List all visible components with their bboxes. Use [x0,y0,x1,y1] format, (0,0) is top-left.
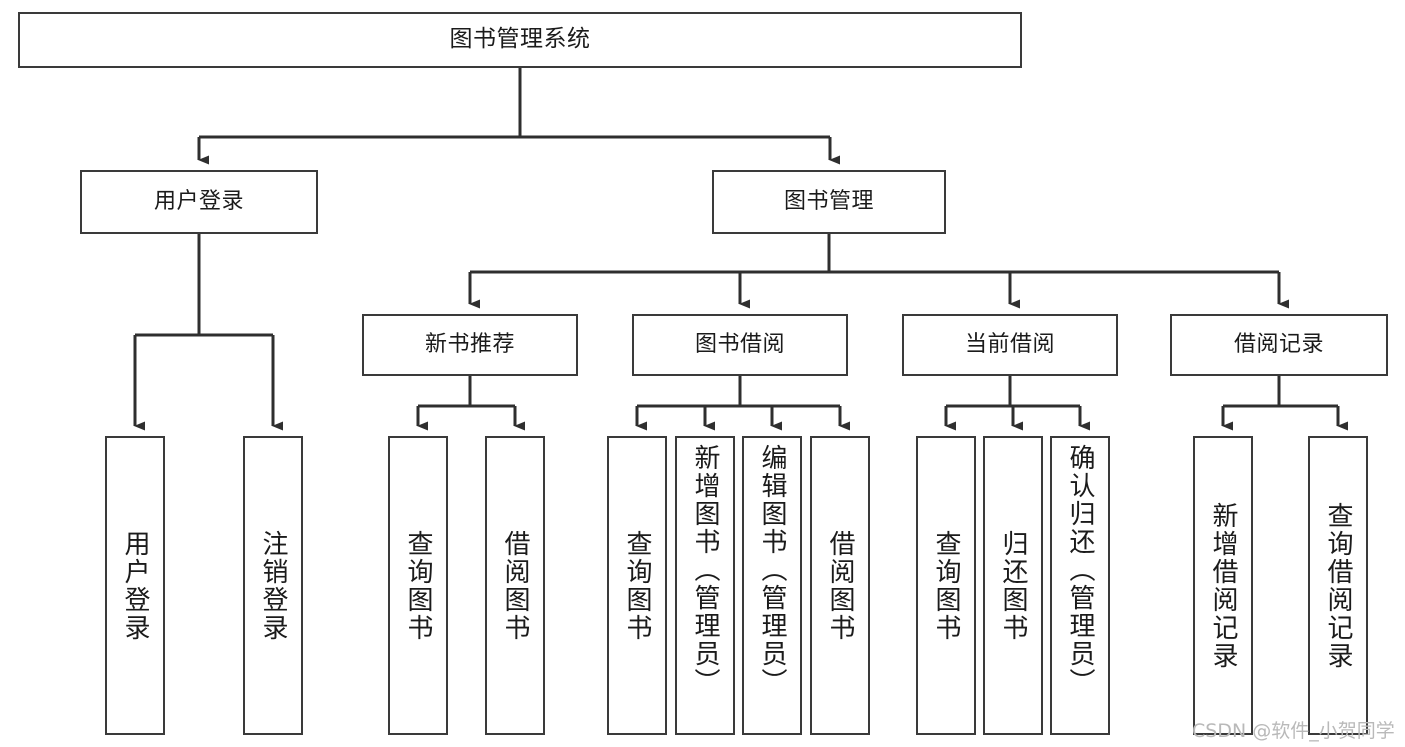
leaf-add-book-admin[interactable]: 新增图书（管理员） [675,436,735,735]
node-label: 新书推荐 [424,331,515,357]
node-label: 用户登录 [153,188,244,214]
node-current-borrow[interactable]: 当前借阅 [902,314,1118,376]
leaf-query-book-recommend[interactable]: 查询图书 [388,436,448,735]
node-label: 用户登录 [120,529,150,642]
leaf-logout[interactable]: 注销登录 [243,436,303,735]
leaf-query-borrow-record[interactable]: 查询借阅记录 [1308,436,1368,735]
node-user-login[interactable]: 用户登录 [80,170,318,234]
node-label: 查询图书 [931,529,961,642]
node-borrow-record[interactable]: 借阅记录 [1170,314,1388,376]
leaf-borrow-book-recommend[interactable]: 借阅图书 [485,436,545,735]
node-label: 查询图书 [403,529,433,642]
node-label: 借阅图书 [500,529,530,642]
watermark: CSDN @软件_小贺同学 [1192,720,1395,742]
node-book-borrow[interactable]: 图书借阅 [632,314,848,376]
node-label: 注销登录 [258,529,288,642]
leaf-query-book-borrow[interactable]: 查询图书 [607,436,667,735]
node-new-book-recommend[interactable]: 新书推荐 [362,314,578,376]
node-label: 图书借阅 [694,331,785,357]
leaf-query-book-current[interactable]: 查询图书 [916,436,976,735]
node-book-manage[interactable]: 图书管理 [712,170,946,234]
node-label: 图书管理系统 [449,26,591,53]
leaf-edit-book-admin[interactable]: 编辑图书（管理员） [742,436,802,735]
node-label: 当前借阅 [964,331,1055,357]
node-label: 新增借阅记录 [1208,501,1238,670]
node-root-system[interactable]: 图书管理系统 [18,12,1022,68]
leaf-confirm-return-admin[interactable]: 确认归还（管理员） [1050,436,1110,735]
leaf-user-login[interactable]: 用户登录 [105,436,165,735]
node-label: 图书管理 [783,188,874,214]
node-label: 确认归还（管理员） [1065,444,1095,696]
node-label: 借阅记录 [1233,331,1324,357]
leaf-add-borrow-record[interactable]: 新增借阅记录 [1193,436,1253,735]
node-label: 借阅图书 [825,529,855,642]
node-label: 查询图书 [622,529,652,642]
node-label: 新增图书（管理员） [690,444,720,696]
node-label: 编辑图书（管理员） [757,444,787,696]
leaf-return-book[interactable]: 归还图书 [983,436,1043,735]
node-label: 查询借阅记录 [1323,501,1353,670]
leaf-borrow-book[interactable]: 借阅图书 [810,436,870,735]
node-label: 归还图书 [998,529,1028,642]
